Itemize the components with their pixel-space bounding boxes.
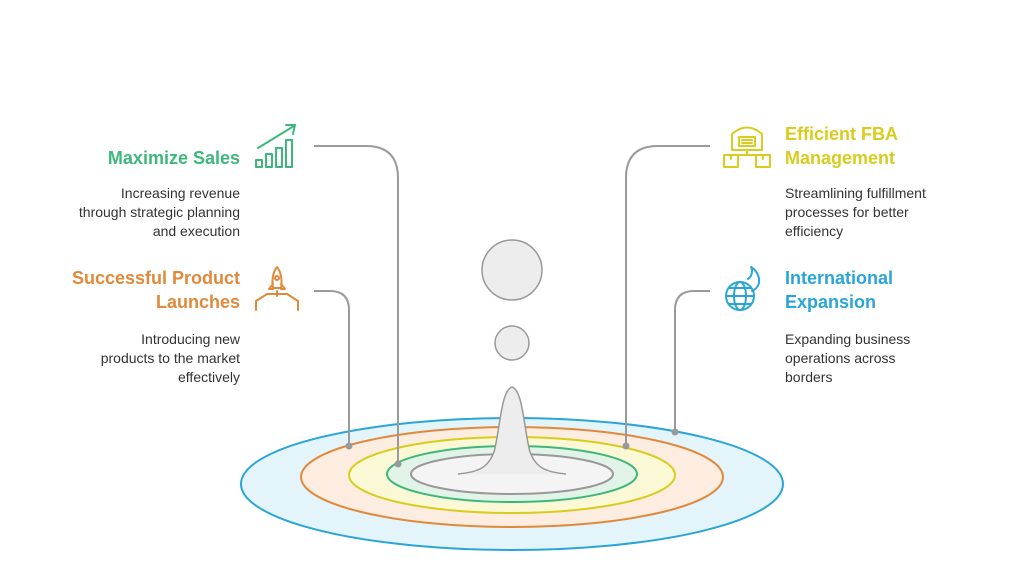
water-splash [457, 386, 567, 475]
connector-dot-sales [394, 460, 402, 468]
connector-launches [314, 290, 350, 446]
item-desc-fba: Streamlining fulfillment processes for b… [785, 185, 926, 239]
large-drop [481, 239, 543, 301]
growth-chart-icon [255, 124, 296, 168]
item-title-fba: Efficient FBA Management [785, 124, 898, 168]
item-desc-launches: Introducing new products to the market e… [100, 331, 240, 385]
item-title-international: International Expansion [785, 268, 894, 312]
connector-sales [314, 145, 399, 464]
item-title-sales: Maximize Sales [107, 148, 240, 168]
connector-dot-launches [345, 442, 353, 450]
item-desc-international: Expanding business operations across bor… [785, 331, 911, 385]
globe-icon [725, 266, 761, 311]
warehouse-icon [723, 126, 771, 168]
item-title-launches: Successful Product Launches [71, 268, 240, 312]
connector-fba [625, 145, 710, 446]
connector-dot-fba [622, 442, 630, 450]
connector-dot-international [671, 428, 679, 436]
item-desc-sales: Increasing revenue through strategic pla… [78, 185, 240, 239]
rocket-launch-icon [255, 266, 299, 311]
connector-international [674, 290, 710, 432]
small-drop [494, 325, 530, 361]
